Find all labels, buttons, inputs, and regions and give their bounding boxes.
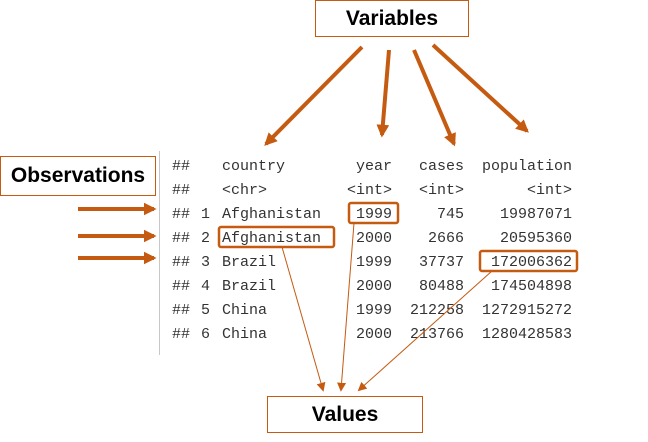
console-cell-year: 2000 bbox=[356, 230, 392, 247]
console-cell-country: Brazil bbox=[222, 278, 276, 295]
console-divider bbox=[159, 151, 160, 355]
arrow-to-population bbox=[431, 43, 529, 133]
console-cell-cases: 2666 bbox=[428, 230, 464, 247]
console-cell-population: 19987071 bbox=[500, 206, 572, 223]
console-cell-cases: <int> bbox=[419, 182, 464, 199]
arrow-to-cases bbox=[412, 49, 456, 147]
console-cell-index: 1 bbox=[201, 206, 210, 223]
console-cell-population: population bbox=[482, 158, 572, 175]
console-cell-cases: 212258 bbox=[410, 302, 464, 319]
console-cell-hash: ## bbox=[172, 326, 190, 343]
observations-label: Observations bbox=[0, 156, 156, 196]
console-cell-hash: ## bbox=[172, 278, 190, 295]
console-cell-year: 1999 bbox=[356, 206, 392, 223]
console-cell-hash: ## bbox=[172, 206, 190, 223]
console-cell-cases: 37737 bbox=[419, 254, 464, 271]
console-cell-year: 2000 bbox=[356, 278, 392, 295]
values-arrows bbox=[281, 222, 493, 392]
highlight-year-1999 bbox=[347, 201, 400, 225]
arrow-from-population-value bbox=[357, 270, 493, 392]
observations-arrows bbox=[78, 202, 157, 265]
console-cell-country: China bbox=[222, 302, 267, 319]
console-cell-hash: ## bbox=[172, 254, 190, 271]
console-cell-cases: 745 bbox=[437, 206, 464, 223]
console-cell-population: 1280428583 bbox=[482, 326, 572, 343]
console-cell-year: 1999 bbox=[356, 302, 392, 319]
console-cell-index: 6 bbox=[201, 326, 210, 343]
console-cell-cases: cases bbox=[419, 158, 464, 175]
arrow-from-year-value bbox=[337, 222, 355, 392]
arrow-to-country bbox=[264, 45, 364, 146]
arrow-from-country-value bbox=[281, 246, 326, 392]
console-cell-hash: ## bbox=[172, 158, 190, 175]
console-cell-country: Afghanistan bbox=[222, 206, 321, 223]
arrow-to-year bbox=[376, 49, 391, 138]
console-cell-hash: ## bbox=[172, 182, 190, 199]
values-label: Values bbox=[267, 396, 423, 433]
console-cell-year: 2000 bbox=[356, 326, 392, 343]
console-cell-population: 174504898 bbox=[491, 278, 572, 295]
console-cell-country: country bbox=[222, 158, 285, 175]
console-cell-cases: 80488 bbox=[419, 278, 464, 295]
console-cell-country: Brazil bbox=[222, 254, 276, 271]
variables-arrows bbox=[264, 43, 529, 147]
highlight-country-afghanistan bbox=[217, 225, 336, 249]
console-cell-cases: 213766 bbox=[410, 326, 464, 343]
console-cell-year: year bbox=[356, 158, 392, 175]
console-cell-index: 5 bbox=[201, 302, 210, 319]
variables-label: Variables bbox=[315, 0, 469, 37]
console-cell-population: 172006362 bbox=[491, 254, 572, 271]
console-cell-year: <int> bbox=[347, 182, 392, 199]
console-cell-population: <int> bbox=[527, 182, 572, 199]
console-cell-year: 1999 bbox=[356, 254, 392, 271]
console-output: ## country year cases population ## <chr> <int>… bbox=[172, 158, 572, 343]
console-cell-country: China bbox=[222, 326, 267, 343]
console-cell-hash: ## bbox=[172, 230, 190, 247]
highlight-population-172006362 bbox=[478, 249, 579, 273]
console-cell-country: Afghanistan bbox=[222, 230, 321, 247]
console-cell-index: 3 bbox=[201, 254, 210, 271]
console-cell-population: 1272915272 bbox=[482, 302, 572, 319]
console-cell-population: 20595360 bbox=[500, 230, 572, 247]
value-highlights bbox=[217, 201, 579, 273]
console-cell-country: <chr> bbox=[222, 182, 267, 199]
console-cell-index: 4 bbox=[201, 278, 210, 295]
console-cell-index: 2 bbox=[201, 230, 210, 247]
console-cell-hash: ## bbox=[172, 302, 190, 319]
